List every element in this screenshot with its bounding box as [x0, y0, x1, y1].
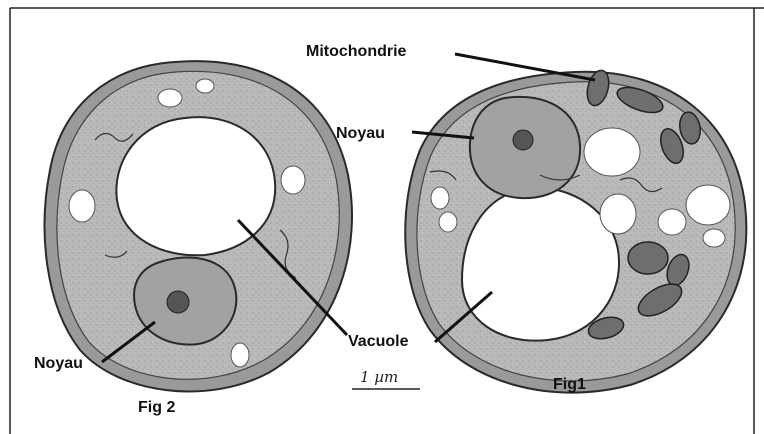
small-vacuole [231, 343, 249, 367]
leader-line-mitochondrie [455, 54, 595, 80]
nucleolus-fig2 [167, 291, 189, 313]
small-vacuole [281, 166, 305, 194]
cell-fig2 [45, 61, 352, 391]
small-vacuole [431, 187, 449, 209]
small-vacuole [686, 185, 730, 225]
label-fig2: Fig 2 [138, 399, 175, 416]
label-fig1: Fig1 [553, 376, 586, 393]
small-vacuole [158, 89, 182, 107]
small-vacuole [196, 79, 214, 93]
small-vacuole [600, 194, 636, 234]
mitochondrion [628, 242, 668, 274]
small-vacuole [658, 209, 686, 235]
label-vacuole: Vacuole [348, 333, 409, 350]
label-noyau-fig2: Noyau [34, 355, 83, 372]
small-vacuole [439, 212, 457, 232]
small-vacuole [703, 229, 725, 247]
scale-bar: 1 µm [352, 368, 420, 389]
cell-fig1 [405, 68, 746, 393]
label-noyau-fig1: Noyau [336, 125, 385, 142]
label-mitochondrie: Mitochondrie [306, 43, 407, 60]
small-vacuole [584, 128, 640, 176]
nucleolus-fig1 [513, 130, 533, 150]
vacuole-fig1 [462, 188, 619, 341]
small-vacuole [69, 190, 95, 222]
scale-bar-label: 1 µm [360, 368, 398, 386]
